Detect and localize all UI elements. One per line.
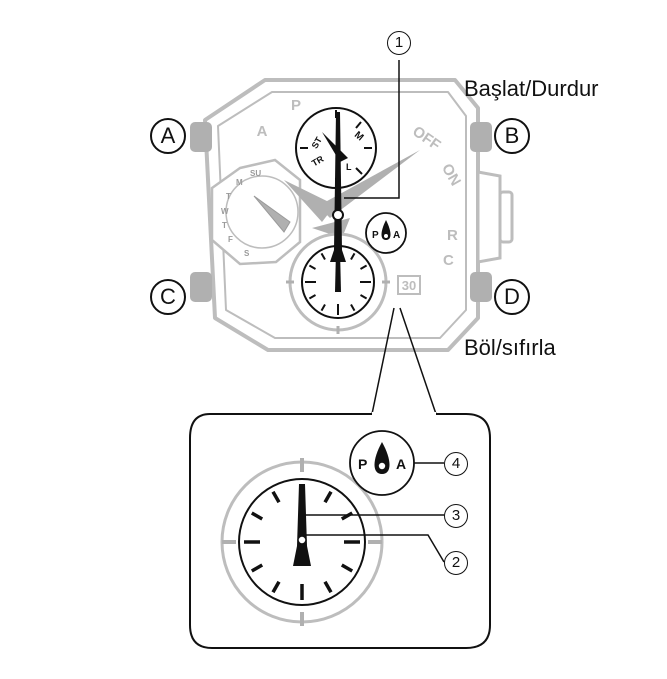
dial-tick (250, 563, 264, 573)
pusher-d (470, 272, 492, 302)
dial-tick (350, 304, 356, 312)
day-subdial (210, 158, 302, 266)
svg-text:W: W (221, 207, 229, 216)
svg-text:M: M (236, 178, 243, 187)
button-label-c: C (150, 279, 186, 315)
dial-tick (340, 563, 354, 573)
dial-mark-a: A (257, 123, 268, 140)
callout-4: 4 (444, 452, 468, 476)
minute-hand (318, 150, 420, 218)
dial-tick (360, 264, 368, 270)
zoom-chrono-hand (293, 484, 311, 566)
callout-1-leader (344, 60, 400, 199)
button-label-b: B (494, 118, 530, 154)
hour-hand (284, 180, 335, 222)
pusher-c (190, 272, 212, 302)
dial-tick (271, 490, 281, 504)
pusher-a (190, 122, 212, 152)
dial-mark-r: R (447, 227, 458, 244)
svg-text:SU: SU (250, 169, 261, 178)
svg-text:T: T (226, 192, 231, 201)
dial-tick (250, 511, 264, 521)
dial-tick (308, 294, 316, 300)
dial-tick (323, 490, 333, 504)
svg-text:T: T (222, 221, 227, 230)
dial-mark-c: C (443, 252, 454, 269)
dial-tick (350, 252, 356, 260)
callout-1: 1 (387, 31, 411, 55)
dial-tick (271, 580, 281, 594)
day-marks: SU M T W T F S (221, 169, 261, 258)
zoom-hand-pivot (297, 535, 307, 545)
svg-text:S: S (244, 249, 250, 258)
pusher-b (470, 122, 492, 152)
zoom-pa-a: A (396, 456, 406, 472)
pa-indicator-p: P (372, 230, 379, 241)
button-label-d: D (494, 279, 530, 315)
label-split-reset: Böl/sıfırla (464, 335, 556, 360)
dial-tick (320, 252, 326, 260)
callout-2: 2 (444, 551, 468, 575)
dial-mark-p: P (291, 97, 301, 114)
dial-tick (308, 264, 316, 270)
chrono-hand-pivot (332, 209, 344, 221)
label-start-stop: Başlat/Durdur (464, 76, 599, 101)
date-value: 30 (402, 278, 416, 293)
dial-tick (360, 294, 368, 300)
bottom-subdial-ticks (305, 249, 371, 315)
svg-text:L: L (346, 162, 352, 172)
svg-text:F: F (228, 235, 233, 244)
pa-indicator-a: A (393, 230, 400, 241)
crown (476, 170, 502, 264)
date-window (397, 275, 421, 295)
dial-tick (320, 304, 326, 312)
dial-tick (323, 580, 333, 594)
button-label-a: A (150, 118, 186, 154)
top-subdial-hand (322, 132, 348, 162)
dial-tick (340, 511, 354, 521)
callout-3: 3 (444, 504, 468, 528)
chrono-second-hand (330, 112, 346, 262)
day-hand (253, 195, 291, 233)
zoom-pa-p: P (358, 456, 367, 472)
